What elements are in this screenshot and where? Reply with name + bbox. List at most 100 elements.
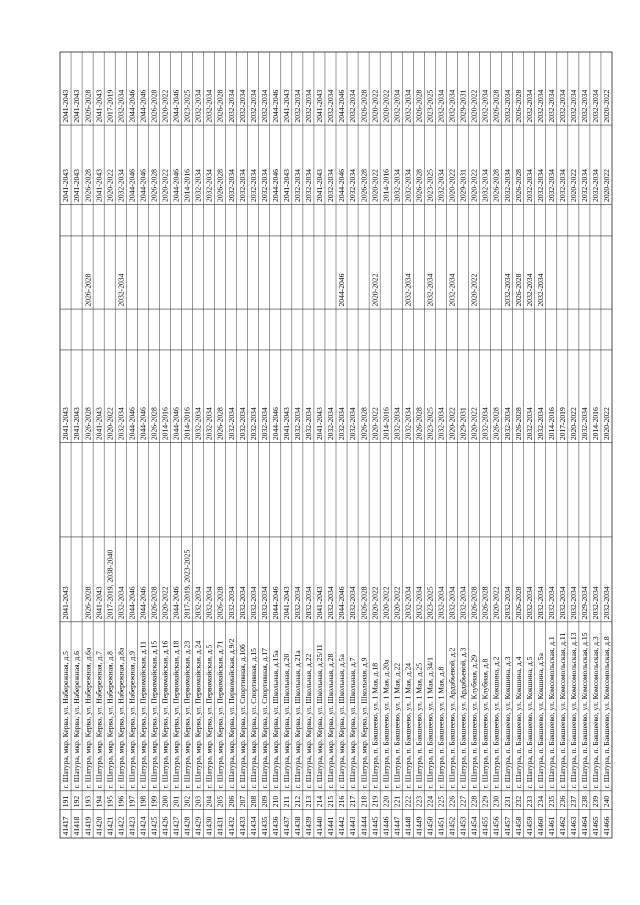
cell-c1: 2023-2025: [426, 586, 435, 619]
cell-c8: 2032-2034: [558, 89, 567, 122]
cell-c7: 2032-2034: [293, 169, 302, 202]
cell-c8: 2020-2022: [161, 89, 170, 122]
cell-id: 41460: [536, 816, 545, 835]
cell-c3: 2032-2034: [525, 407, 534, 440]
cell-id: 41464: [580, 816, 589, 835]
cell-no: 212: [293, 796, 302, 808]
cell-c1: 2032-2034: [249, 586, 258, 619]
cell-id: 41439: [304, 816, 313, 835]
cell-address: г. Шатура, п. Бакшеево, ул. Комсомольска…: [558, 633, 567, 789]
cell-id: 41426: [161, 816, 170, 835]
cell-c8: 2032-2034: [260, 89, 269, 122]
cell-no: 198: [138, 796, 147, 808]
cell-no: 219: [370, 796, 379, 808]
cell-id: 41462: [558, 816, 567, 835]
cell-address: г. Шатура, п. Бакшеево, ул. 1 Мая, д.8: [437, 667, 446, 789]
cell-id: 41417: [61, 816, 70, 835]
cell-id: 41455: [481, 816, 490, 835]
cell-id: 41449: [414, 816, 423, 835]
cell-id: 41425: [150, 816, 159, 835]
cell-c8: 2032-2034: [249, 89, 258, 122]
cell-c3: 2020-2022: [370, 407, 379, 440]
cell-no: 199: [150, 796, 159, 808]
table-grid: [59, 51, 613, 839]
cell-c3: 2032-2034: [260, 407, 269, 440]
cell-c7: 2044-2046: [271, 169, 280, 202]
cell-address: г. Шатура, п. Бакшеево, ул. Комсомольска…: [569, 632, 578, 788]
cell-address: г. Шатура, п. Бакшеево, ул. Комсомольска…: [547, 636, 556, 788]
cell-address: г. Шатура, мкр. Керва, ул. Школьная, д.2…: [293, 650, 302, 789]
cell-c8: 2026-2028: [216, 89, 225, 122]
cell-c5: 2020-2022: [470, 273, 479, 306]
cell-address: г. Шатура, мкр. Керва, ул. Первомайская,…: [172, 641, 181, 789]
cell-address: г. Шатура, мкр. Керва, ул. Школьная, д.7: [348, 657, 357, 788]
cell-c7: 2020-2022: [470, 169, 479, 202]
cell-address: г. Шатура, п. Бакшеево, ул. Комсомольска…: [591, 636, 600, 788]
cell-c7: 2032-2034: [392, 169, 401, 202]
cell-c5: 2032-2034: [448, 273, 457, 306]
cell-id: 41459: [525, 816, 534, 835]
cell-c8: 2032-2034: [591, 89, 600, 122]
cell-c3: 2032-2034: [249, 407, 258, 440]
cell-c1: 2026-2028: [150, 586, 159, 619]
cell-c7: 2020-2022: [370, 169, 379, 202]
cell-id: 41450: [426, 816, 435, 835]
cell-id: 41433: [238, 816, 247, 835]
cell-no: 222: [403, 796, 412, 808]
cell-no: 231: [503, 796, 512, 808]
cell-c7: 2032-2034: [547, 169, 556, 202]
cell-c7: 2032-2034: [558, 169, 567, 202]
cell-c8: 2026-2028: [359, 89, 368, 122]
cell-c7: 2044-2046: [337, 169, 346, 202]
cell-address: г. Шатура, п. Бакшеево, ул. Кокшина, д.4: [514, 656, 523, 788]
cell-c3: 2026-2028: [359, 407, 368, 440]
cell-c7: 2041-2043: [282, 169, 291, 202]
cell-c3: 2032-2034: [580, 407, 589, 440]
cell-c3: 2041-2043: [315, 407, 324, 440]
cell-c5: 2032-2034: [536, 273, 545, 306]
cell-id: 41436: [271, 816, 280, 835]
cell-c8: 2032-2034: [437, 89, 446, 122]
cell-c3: 2041-2043: [282, 407, 291, 440]
cell-c3: 2044-2046: [172, 407, 181, 440]
cell-address: г. Шатура, мкр. Керва, ул. Школьная, д.5…: [337, 654, 346, 789]
cell-c7: 2032-2034: [580, 169, 589, 202]
cell-c7: 2044-2046: [172, 169, 181, 202]
cell-address: г. Шатура, мкр. Керва, ул. Школьная, д.2…: [315, 644, 324, 788]
cell-c7: 2041-2043: [315, 169, 324, 202]
cell-c5: 2026-2028: [83, 273, 92, 306]
cell-c3: 2026-2028: [414, 407, 423, 440]
cell-c8: 2032-2034: [547, 89, 556, 122]
cell-c8: 2044-2046: [138, 89, 147, 122]
cell-c3: 2026-2028: [514, 407, 523, 440]
cell-id: 41427: [172, 816, 181, 835]
cell-c8: 2032-2034: [293, 89, 302, 122]
cell-address: г. Шатура, мкр. Керва, ул. Школьная, д.2…: [304, 654, 313, 789]
cell-c7: 2032-2034: [481, 169, 490, 202]
cell-no: 206: [227, 796, 236, 808]
cell-c3: 2032-2034: [437, 407, 446, 440]
cell-c7: 2041-2043: [94, 169, 103, 202]
cell-c1: 2032-2034: [591, 586, 600, 619]
cell-c1: 2044-2046: [271, 586, 280, 619]
cell-c8: 2020-2022: [370, 89, 379, 122]
cell-c3: 2014-2016: [591, 407, 600, 440]
cell-c8: 2017-2019: [105, 89, 114, 122]
